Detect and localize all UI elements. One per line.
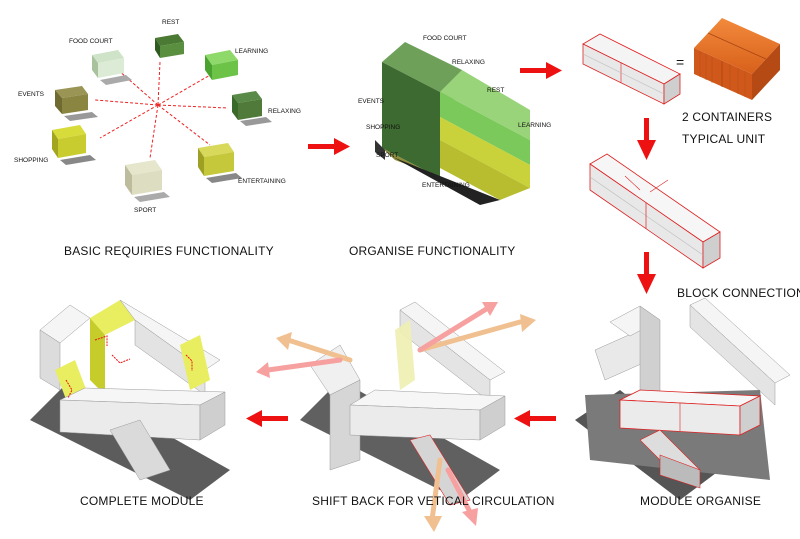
arrow-right-1: [308, 138, 350, 155]
cube-rest: [155, 34, 184, 58]
block-connection: [589, 153, 721, 269]
cube-food-court: [92, 50, 132, 85]
caption-block-connection: BLOCK CONNECTION: [677, 286, 800, 300]
ring-spokes: [94, 61, 229, 159]
cube-sport: [125, 160, 170, 202]
stack-label-food-court: FOOD COURT: [423, 35, 467, 42]
arrow-left-1: [514, 410, 556, 427]
function-ring: REST FOOD COURT LEARNING EVENTS RELAXING…: [14, 19, 301, 214]
ring-label-sport: SPORT: [134, 207, 156, 214]
complete-module: [30, 299, 230, 500]
caption-complete-module: COMPLETE MODULE: [80, 494, 204, 508]
ring-label-relaxing: RELAXING: [268, 108, 301, 115]
stack-label-learning: LEARNING: [518, 122, 551, 129]
caption-2-containers: 2 CONTAINERS: [682, 110, 773, 124]
cube-events: [55, 86, 98, 121]
caption-typical-unit: TYPICAL UNIT: [682, 132, 766, 146]
arrow-right-2: [520, 62, 562, 79]
module-shift-back: [256, 301, 536, 532]
ring-label-shopping: SHOPPING: [14, 157, 48, 164]
arrow-left-2: [246, 410, 288, 427]
ring-label-learning: LEARNING: [235, 48, 268, 55]
stack-label-shopping: SHOPPING: [366, 124, 400, 131]
ring-label-rest: REST: [162, 19, 179, 26]
caption-module-organise: MODULE ORGANISE: [640, 494, 762, 508]
arrow-down-1: [637, 118, 656, 160]
stack-label-rest: REST: [487, 87, 504, 94]
caption-shift-back: SHIFT BACK FOR VETICAL CIRCULATION: [312, 494, 555, 508]
cube-entertaining: [198, 143, 242, 183]
stack-label-relaxing: RELAXING: [452, 59, 485, 66]
equals-sign: =: [676, 54, 684, 70]
module-organise: [575, 297, 791, 500]
arrow-down-2: [637, 252, 656, 294]
cube-shopping: [52, 125, 96, 165]
shift-arrows: [256, 302, 536, 532]
caption-basic-requiries: BASIC REQUIRIES FUNCTIONALITY: [64, 244, 274, 258]
function-stack: FOOD COURT RELAXING REST EVENTS LEARNING…: [358, 35, 551, 205]
stack-label-events: EVENTS: [358, 98, 385, 105]
cube-relaxing: [232, 91, 272, 126]
ring-label-entertaining: ENTERTAINING: [238, 178, 286, 185]
ring-label-events: EVENTS: [18, 91, 45, 98]
caption-organise-functionality: ORGANISE FUNCTIONALITY: [349, 244, 516, 258]
cube-learning: [205, 50, 238, 80]
stack-label-sport: SPORT: [376, 152, 398, 159]
orange-containers: [694, 18, 780, 100]
typical-unit-block: [582, 33, 681, 105]
stack-label-entertaining: ENTERTAINING: [422, 182, 470, 189]
ring-label-food-court: FOOD COURT: [69, 38, 113, 45]
